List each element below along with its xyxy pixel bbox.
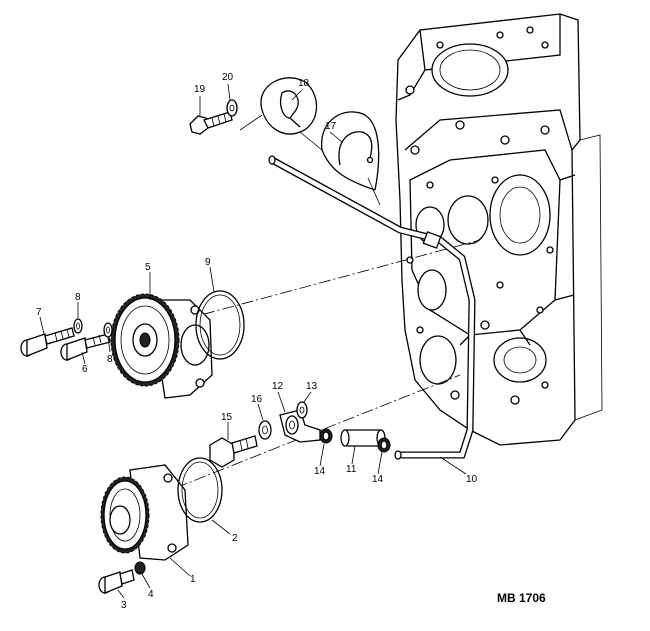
clamp-detail [239,77,323,151]
callout-4: 4 [148,589,154,600]
callout-5: 5 [145,262,151,273]
callout-9: 9 [205,257,211,268]
o-ring-9 [195,290,245,360]
figure-reference: MB 1706 [497,591,546,605]
bolt-19 [189,111,233,135]
hose-clamp-14-left [319,428,333,444]
callout-2: 2 [232,533,238,544]
callout-12: 12 [272,381,284,392]
callout-1: 1 [190,574,196,585]
callout-16: 16 [251,394,263,405]
callout-13: 13 [306,381,318,392]
callout-3: 3 [121,600,127,611]
callout-7: 7 [36,307,42,318]
washer-4 [134,561,146,575]
callout-14-left: 14 [314,466,326,477]
callout-10: 10 [466,474,478,485]
washer-20 [226,99,238,117]
callout-20: 20 [222,72,234,83]
washer-8-upper [73,318,83,334]
callout-15: 15 [221,412,233,423]
callout-labels: 19 20 18 17 5 9 8 7 8 6 12 13 16 15 14 1… [36,72,478,611]
callout-6: 6 [82,364,88,375]
washer-13 [296,401,308,419]
bolt-15 [209,435,258,468]
hose-clamp-14-right [377,437,391,453]
callout-19: 19 [194,84,206,95]
callout-8-top: 8 [75,292,81,303]
oil-pipe [268,155,476,460]
o-ring-2 [177,457,223,523]
washer-8-lower [103,322,113,338]
upper-pump-assembly [110,293,213,399]
leader-lines [39,83,467,599]
callout-18: 18 [298,78,310,89]
bolt-6 [60,333,111,361]
bolt-7 [20,327,75,357]
callout-11: 11 [346,464,357,475]
callout-8-bottom: 8 [107,354,113,365]
bolt-3 [98,569,135,594]
lower-pump-assembly [100,464,189,561]
clip-detail [321,111,381,206]
callout-14-right: 14 [372,474,384,485]
washer-16 [258,420,272,440]
callout-17: 17 [325,121,337,132]
engine-block [395,13,603,446]
